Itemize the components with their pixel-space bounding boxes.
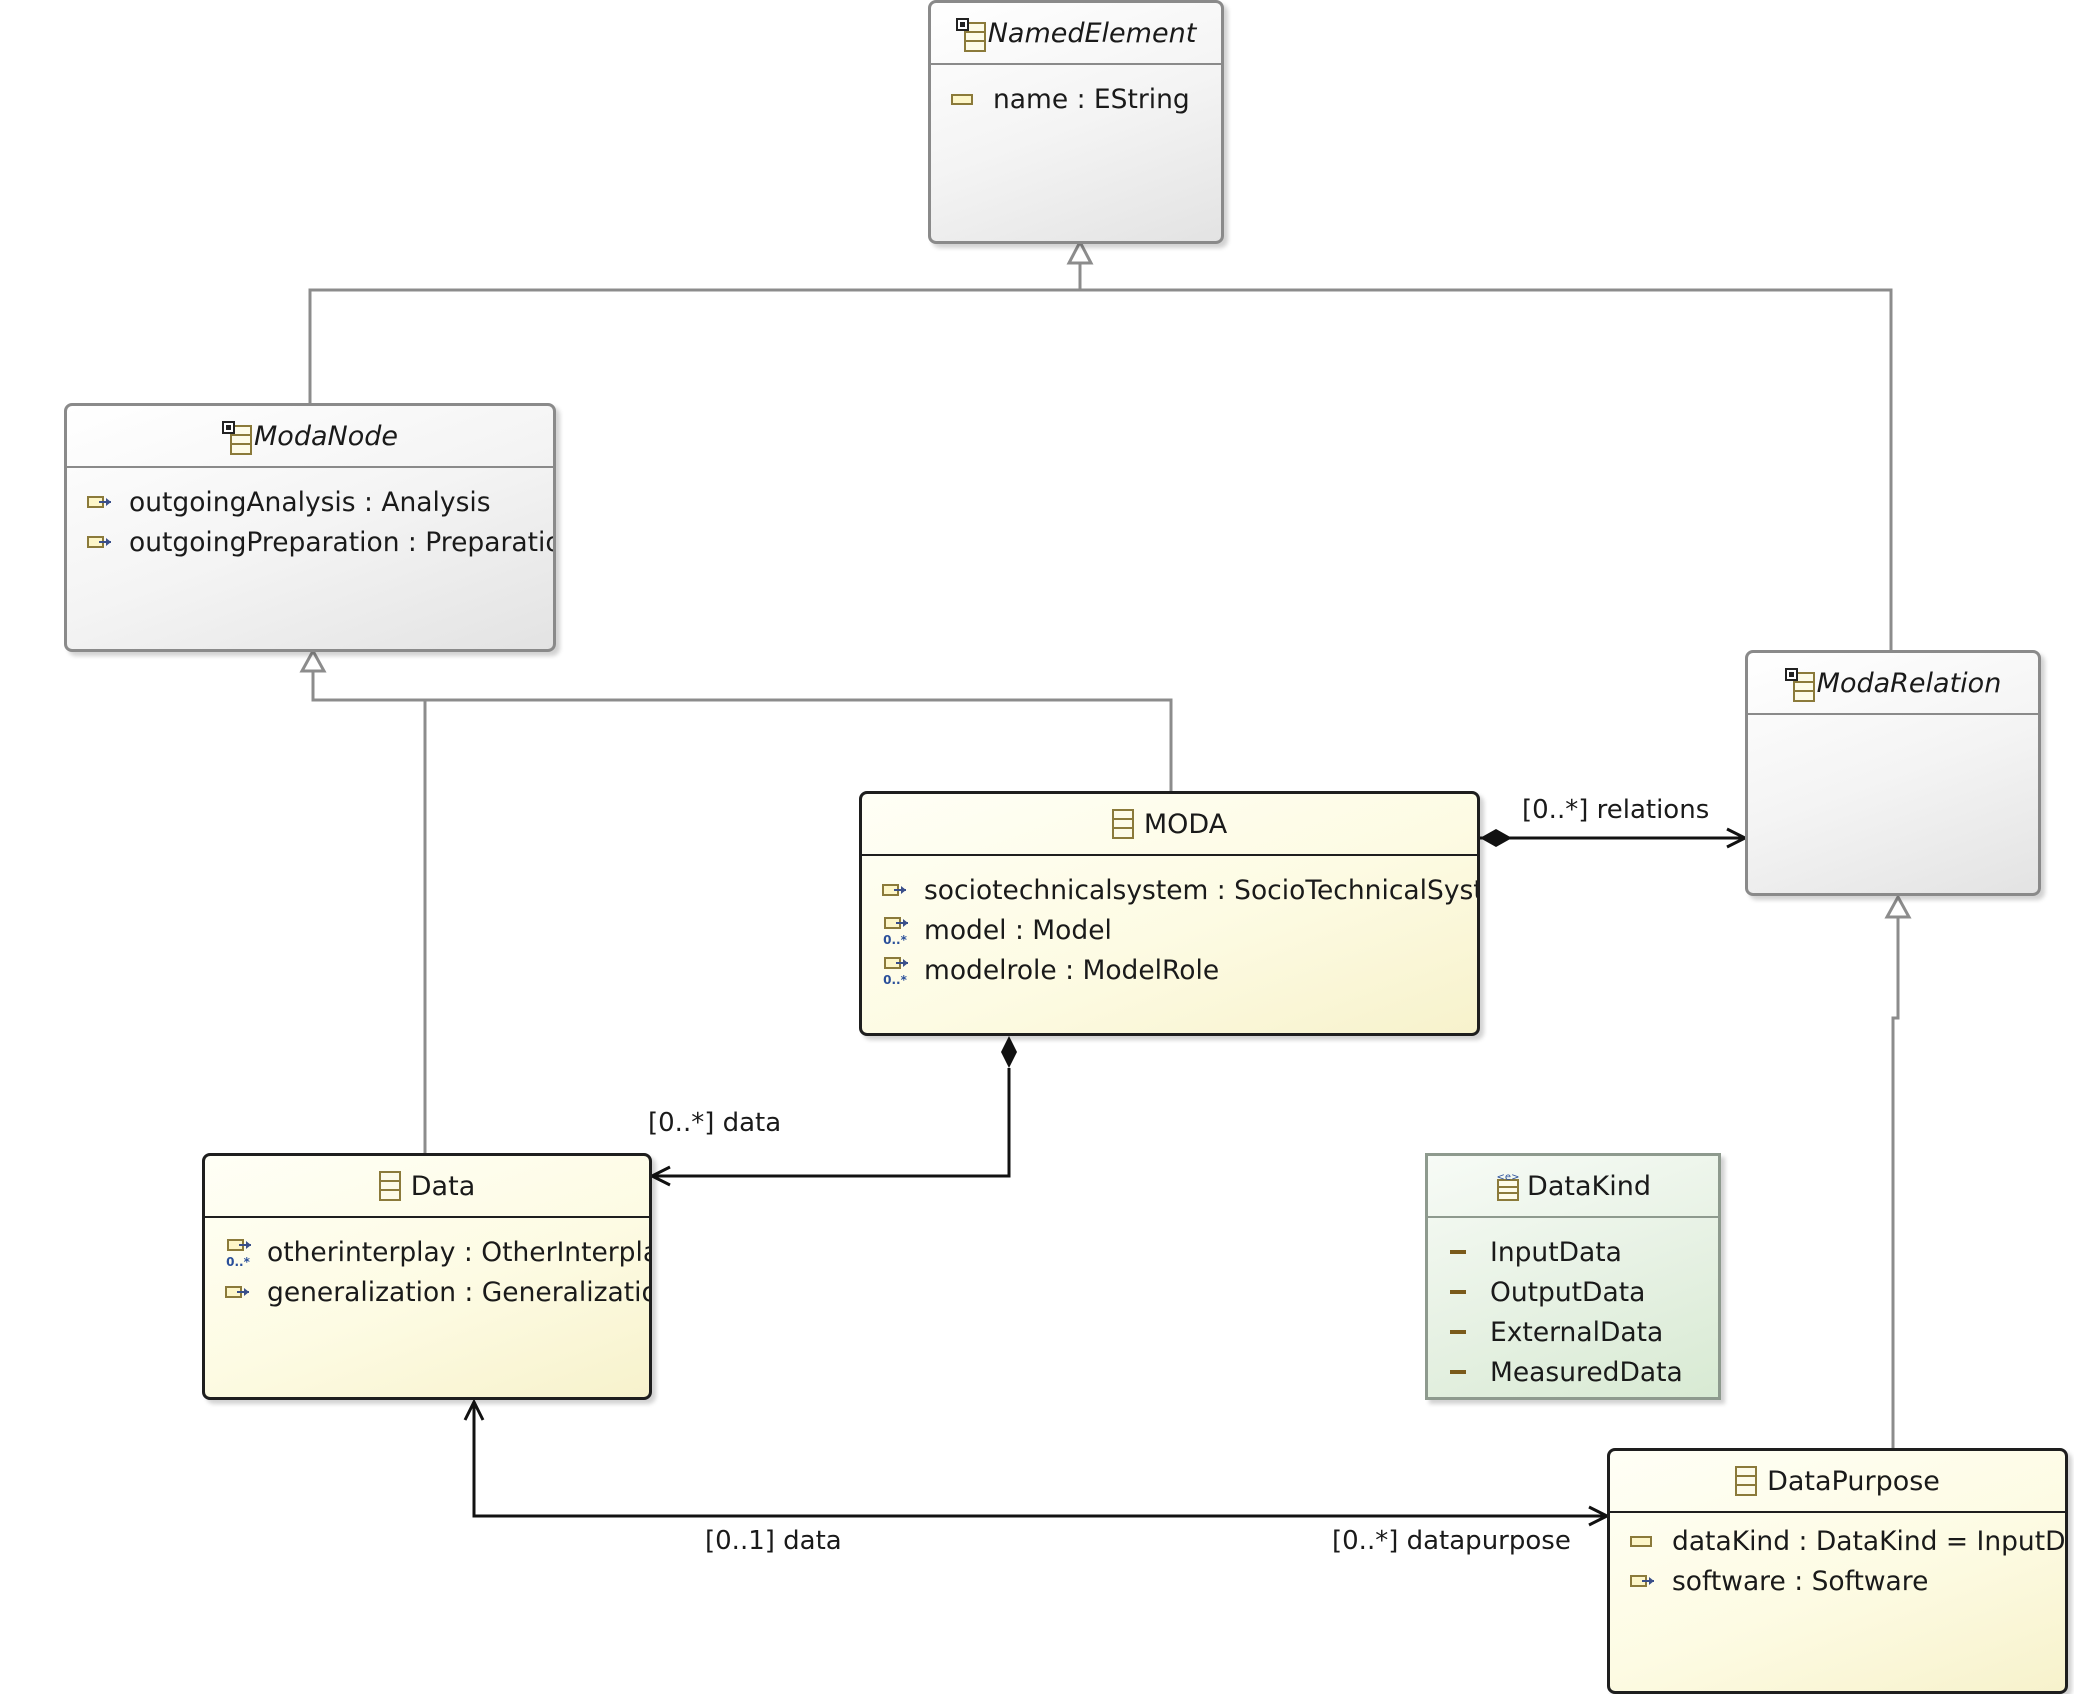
attribute-row[interactable]: dataKind : DataKind = InputData [1610, 1521, 2065, 1561]
class-moda-node[interactable]: ModaNode outgoingAnalysis : Analysis out… [64, 403, 556, 652]
class-header: NamedElement [931, 3, 1221, 65]
reference-row[interactable]: 0..* model : Model [862, 910, 1477, 950]
abstract-class-icon [955, 18, 986, 52]
svg-text:0..*: 0..* [883, 933, 907, 947]
reference-icon [85, 527, 115, 557]
enum-name: DataKind [1527, 1170, 1651, 1202]
class-name: Data [410, 1170, 476, 1202]
reference-row[interactable]: generalization : Generalization [205, 1272, 649, 1312]
class-data-purpose[interactable]: DataPurpose dataKind : DataKind = InputD… [1607, 1448, 2068, 1694]
generalization-moda-modanode[interactable] [313, 698, 1173, 791]
attribute-icon [949, 84, 979, 114]
class-name: NamedElement [987, 17, 1197, 49]
generalization-modanode-namedelement[interactable] [308, 262, 1082, 403]
association-data-datapurpose[interactable] [472, 1402, 1607, 1518]
edge-label-purpose-data[interactable]: [0..1] data [705, 1526, 842, 1556]
containment-many-icon: 0..* [880, 955, 910, 987]
class-header: MODA [862, 794, 1477, 856]
attribute-icon [1628, 1526, 1658, 1556]
attribute-list: dataKind : DataKind = InputData software… [1610, 1513, 2065, 1601]
reference-label: software : Software [1672, 1565, 1929, 1597]
class-icon [1111, 809, 1134, 839]
class-header: ModaRelation [1748, 653, 2038, 715]
attribute-row[interactable]: name : EString [931, 79, 1221, 119]
reference-label: otherinterplay : OtherInterplay [267, 1236, 652, 1268]
attribute-list: 0..* otherinterplay : OtherInterplay gen… [205, 1218, 649, 1312]
reference-row[interactable]: software : Software [1610, 1561, 2065, 1601]
reference-row[interactable]: outgoingPreparation : Preparation [67, 522, 553, 562]
reference-label: sociotechnicalsystem : SocioTechnicalSys… [924, 874, 1480, 906]
enum-literal-label: OutputData [1490, 1276, 1646, 1308]
association-moda-data[interactable] [652, 1068, 1011, 1178]
enum-literal-row[interactable]: InputData [1428, 1232, 1718, 1272]
generalization-modarelation-namedelement[interactable] [1080, 288, 1893, 650]
class-icon [378, 1171, 401, 1201]
reference-label: outgoingAnalysis : Analysis [129, 486, 491, 518]
attribute-label: dataKind : DataKind = InputData [1672, 1525, 2068, 1557]
enum-literal-row[interactable]: MeasuredData [1428, 1352, 1718, 1392]
reference-label: modelrole : ModelRole [924, 954, 1220, 986]
generalization-arrowhead-modanode [299, 647, 327, 673]
class-header: ModaNode [67, 406, 553, 468]
enum-literal-icon [1446, 1237, 1476, 1267]
edge-label-relations[interactable]: [0..*] relations [1522, 795, 1710, 825]
class-moda-relation[interactable]: ModaRelation [1745, 650, 2041, 896]
svg-text:<e>: <e> [1497, 1172, 1520, 1183]
reference-label: model : Model [924, 914, 1112, 946]
svg-text:0..*: 0..* [226, 1255, 250, 1269]
reference-label: outgoingPreparation : Preparation [129, 526, 556, 558]
enum-literal-icon [1446, 1277, 1476, 1307]
attribute-list: name : EString [931, 65, 1221, 119]
class-name: MODA [1143, 808, 1228, 840]
enum-literal-label: InputData [1490, 1236, 1622, 1268]
class-named-element[interactable]: NamedElement name : EString [928, 0, 1224, 244]
enum-literal-label: MeasuredData [1490, 1356, 1683, 1388]
reference-row[interactable]: outgoingAnalysis : Analysis [67, 482, 553, 522]
reference-label: generalization : Generalization [267, 1276, 652, 1308]
association-moda-data-arrowhead [648, 1165, 671, 1187]
composition-diamond-relations [1480, 829, 1512, 847]
attribute-list: sociotechnicalsystem : SocioTechnicalSys… [862, 856, 1477, 990]
enum-literal-icon [1446, 1317, 1476, 1347]
generalization-arrowhead-modarelation [1884, 893, 1912, 919]
containment-many-icon: 0..* [223, 1237, 253, 1269]
class-icon [1735, 1466, 1758, 1496]
association-data-arrowhead [463, 1398, 485, 1421]
composition-diamond-data [1001, 1036, 1017, 1068]
class-moda[interactable]: MODA sociotechnicalsystem : SocioTechnic… [859, 791, 1480, 1036]
reference-icon [85, 487, 115, 517]
generalization-data-modanode[interactable] [311, 670, 427, 1153]
enum-literal-icon [1446, 1357, 1476, 1387]
svg-text:0..*: 0..* [883, 973, 907, 987]
enum-icon: <e> [1495, 1171, 1520, 1201]
reference-icon [1628, 1566, 1658, 1596]
abstract-class-icon [1784, 668, 1815, 702]
abstract-class-icon [222, 421, 253, 455]
containment-many-icon: 0..* [880, 915, 910, 947]
generalization-datapurpose-modarelation[interactable] [1891, 917, 1900, 1448]
class-name: ModaRelation [1816, 667, 2002, 699]
literal-list: InputData OutputData ExternalData Measur… [1428, 1218, 1718, 1392]
enum-literal-label: ExternalData [1490, 1316, 1664, 1348]
reference-icon [880, 875, 910, 905]
edge-label-datapurpose[interactable]: [0..*] datapurpose [1332, 1526, 1571, 1556]
class-name: ModaNode [254, 420, 398, 452]
enum-literal-row[interactable]: OutputData [1428, 1272, 1718, 1312]
class-data[interactable]: Data 0..* otherinterplay : OtherInterpla… [202, 1153, 652, 1400]
class-header: DataPurpose [1610, 1451, 2065, 1513]
attribute-list: outgoingAnalysis : Analysis outgoingPrep… [67, 468, 553, 562]
enum-data-kind[interactable]: <e> DataKind InputData OutputData Extern… [1425, 1153, 1721, 1400]
edge-label-moda-data[interactable]: [0..*] data [648, 1108, 782, 1138]
generalization-arrowhead-namedelement [1066, 238, 1094, 265]
reference-row[interactable]: sociotechnicalsystem : SocioTechnicalSys… [862, 870, 1477, 910]
attribute-label: name : EString [993, 83, 1190, 115]
reference-row[interactable]: 0..* modelrole : ModelRole [862, 950, 1477, 990]
enum-literal-row[interactable]: ExternalData [1428, 1312, 1718, 1352]
enum-header: <e> DataKind [1428, 1156, 1718, 1218]
reference-row[interactable]: 0..* otherinterplay : OtherInterplay [205, 1232, 649, 1272]
reference-icon [223, 1277, 253, 1307]
class-name: DataPurpose [1767, 1465, 1940, 1497]
class-header: Data [205, 1156, 649, 1218]
